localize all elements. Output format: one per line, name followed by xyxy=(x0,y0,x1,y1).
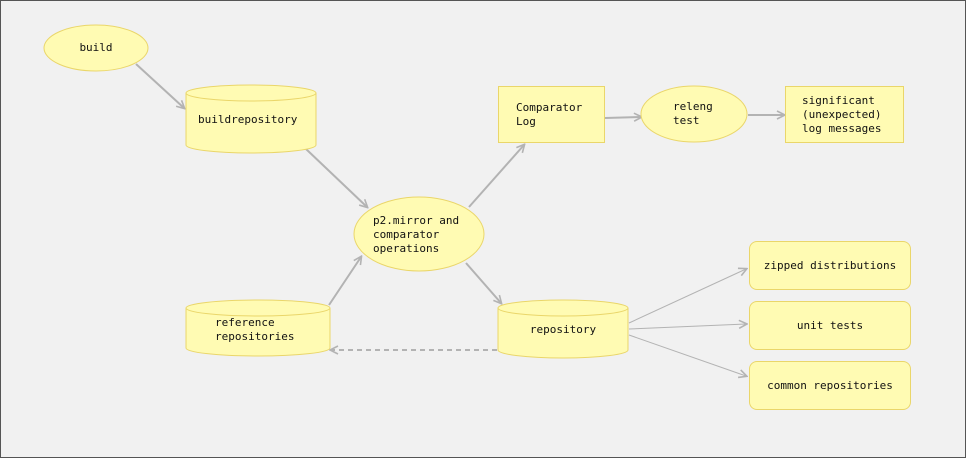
buildrepository-node xyxy=(185,84,317,154)
edge-buildrepository-to-p2mirror xyxy=(305,148,367,207)
edge-reference-to-p2mirror xyxy=(328,257,361,306)
repository-node xyxy=(497,299,629,359)
common-repositories-node xyxy=(749,361,911,410)
edge-p2mirror-to-repository xyxy=(465,262,501,303)
significant-log-messages-node xyxy=(785,86,904,143)
reference-repositories-node xyxy=(185,299,331,357)
edge-build-to-buildrepository xyxy=(135,63,184,108)
edge-comparator-log-to-releng-test xyxy=(604,117,641,118)
p2-mirror-node xyxy=(353,196,485,272)
zipped-distributions-node xyxy=(749,241,911,290)
build-node xyxy=(43,24,149,72)
edge-repository-to-unit-tests xyxy=(628,324,746,330)
releng-test-node xyxy=(640,85,748,143)
unit-tests-node xyxy=(749,301,911,350)
edge-repository-to-zipped xyxy=(628,269,746,324)
edge-repository-to-common xyxy=(628,334,746,376)
comparator-log-node xyxy=(498,86,605,143)
edge-p2mirror-to-comparator-log xyxy=(468,145,524,208)
